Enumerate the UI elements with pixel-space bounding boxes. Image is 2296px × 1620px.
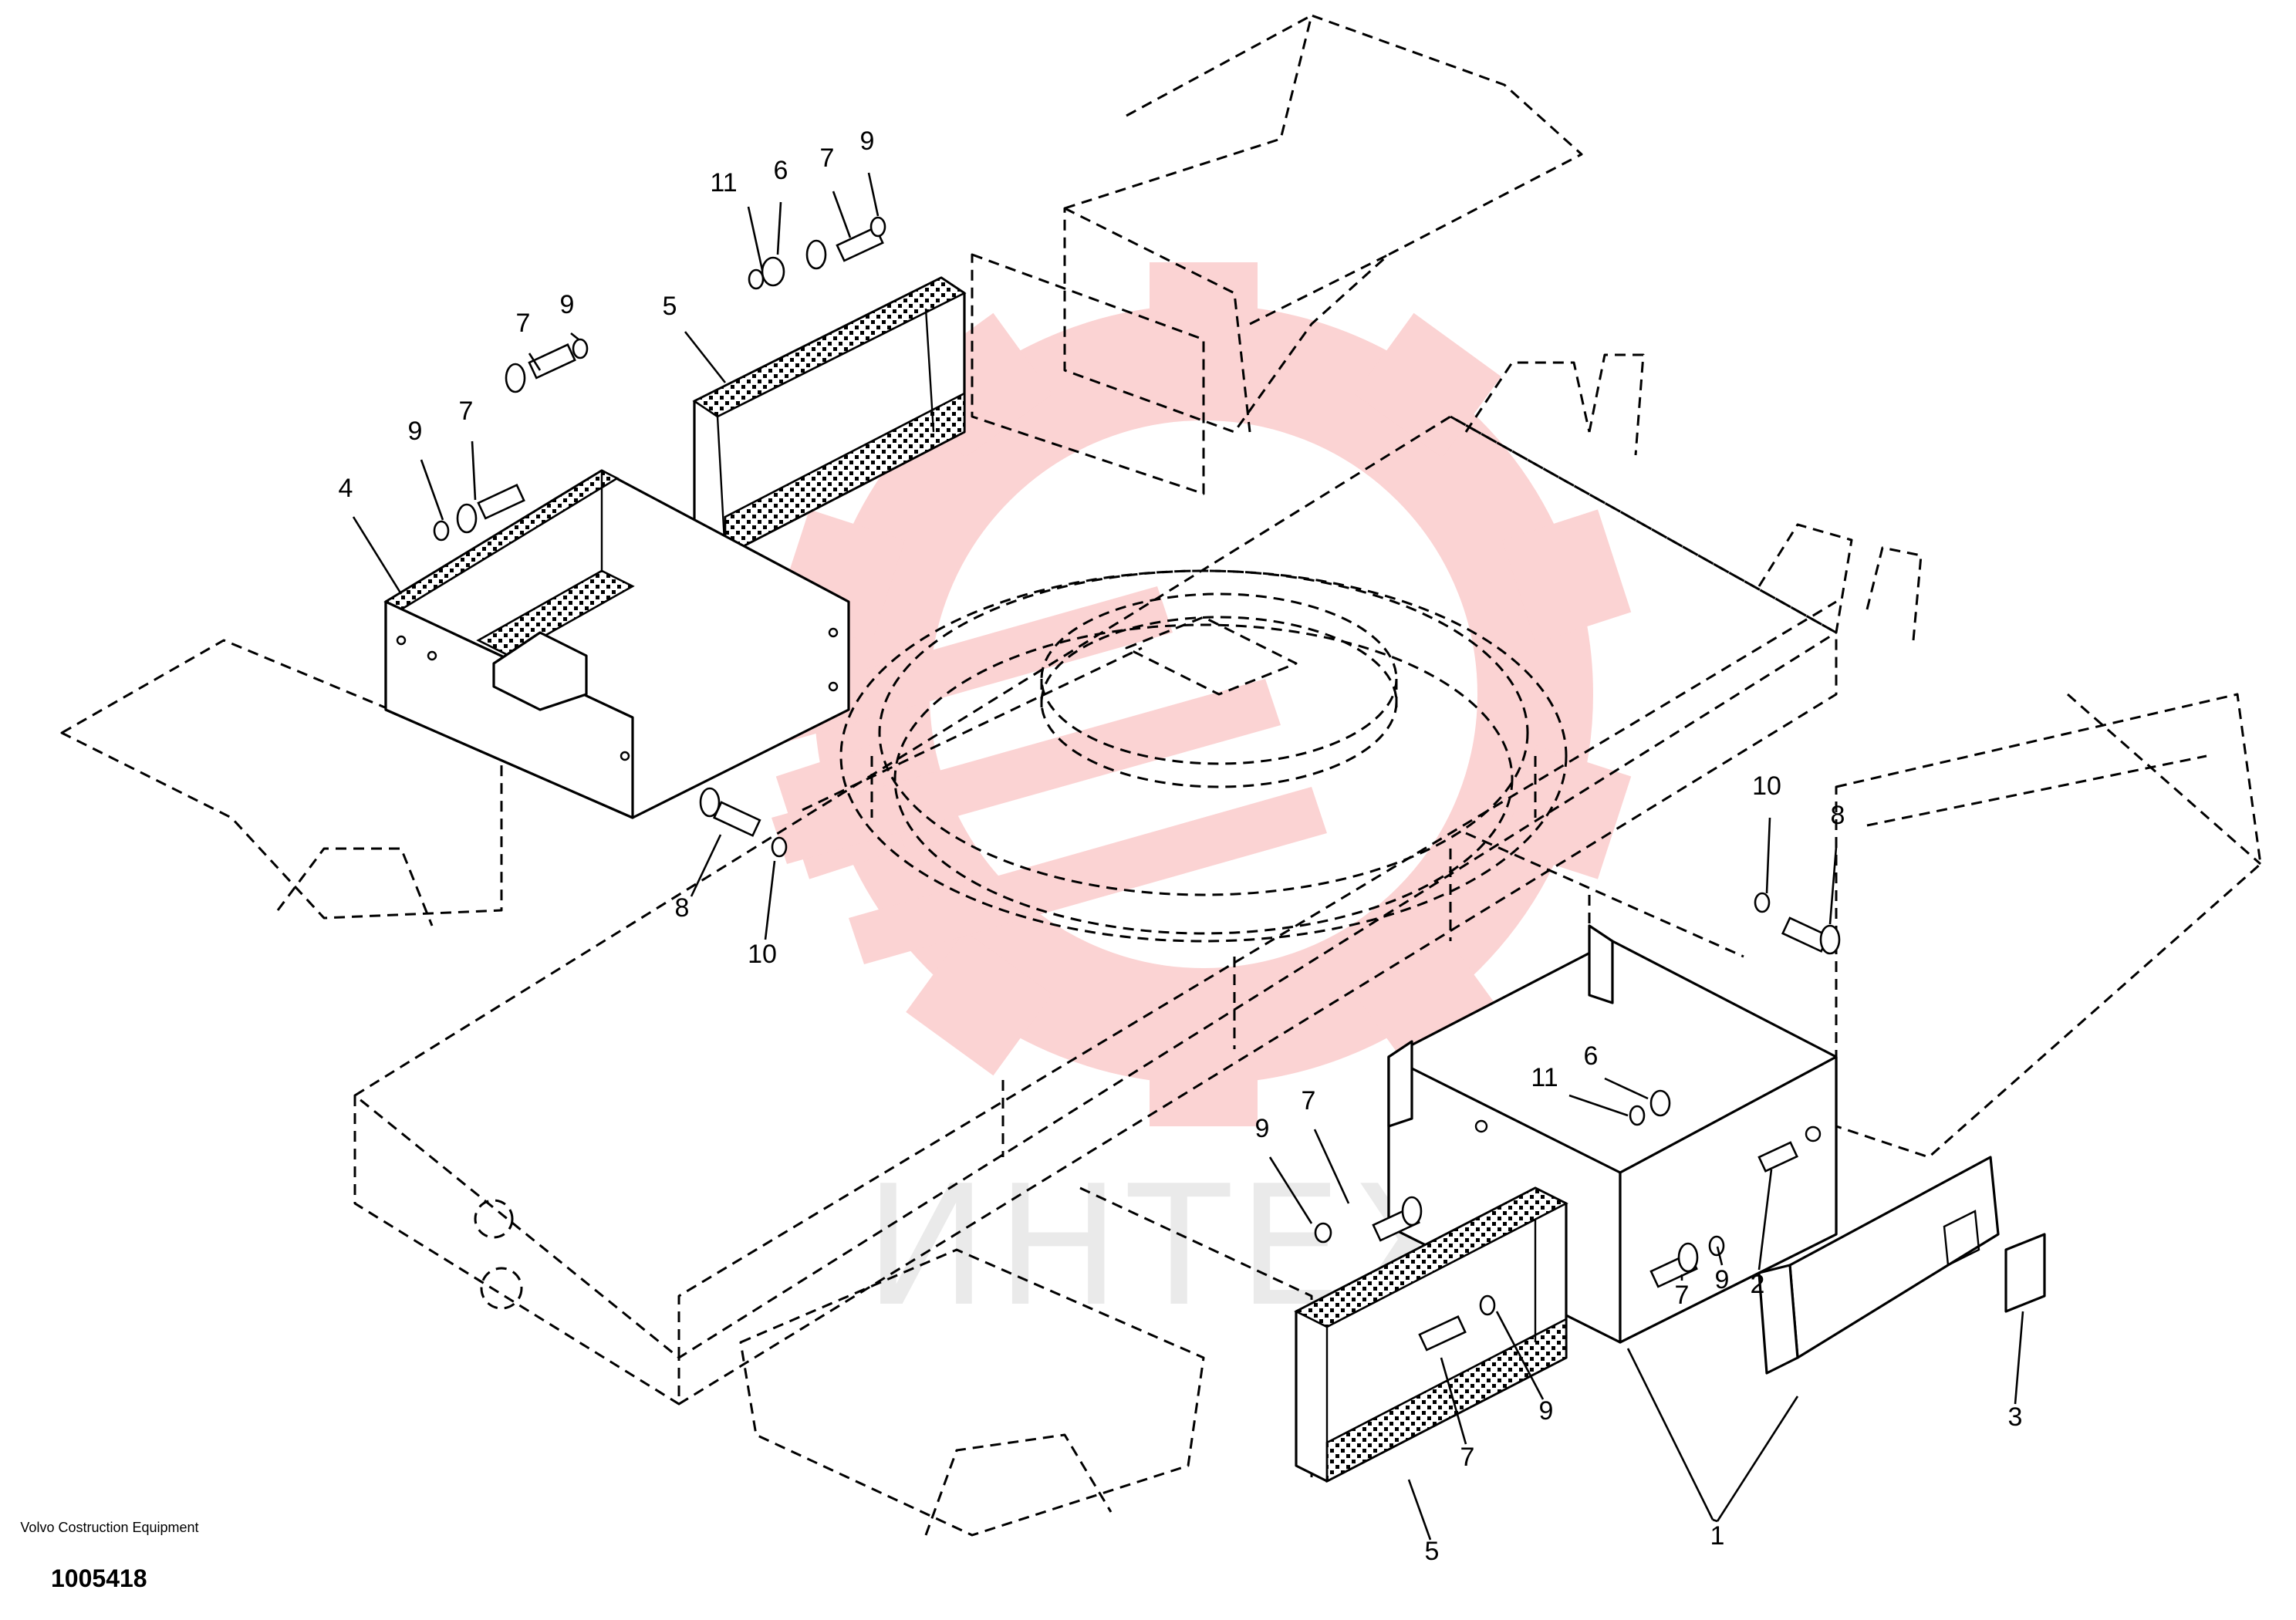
callout-leader-line [1716, 1396, 1799, 1522]
callout-label: 8 [675, 893, 690, 923]
callout-leader-line [684, 331, 727, 383]
callout-leader-line [1313, 1129, 1350, 1204]
battery-box-cover [1757, 1156, 2046, 1375]
callout-leader-line [832, 191, 852, 238]
callout-leader-line [747, 206, 764, 271]
callout-label: 7 [516, 309, 531, 338]
callout-leader-line [1765, 817, 1771, 894]
callout-label: 7 [820, 143, 835, 173]
callout-label: 5 [1425, 1537, 1440, 1566]
callout-leader-line [1495, 1311, 1545, 1400]
callout-label: 7 [1302, 1086, 1316, 1115]
callout-leader-line [352, 516, 403, 595]
callout-leader-line [1626, 1348, 1714, 1520]
callout-label: 6 [1584, 1041, 1599, 1071]
callout-label: 3 [2008, 1402, 2023, 1432]
callout-label: 11 [710, 168, 737, 197]
callout-leader-line [1712, 1518, 1718, 1523]
callout-leader-line [1268, 1156, 1313, 1224]
callout-leader-line [867, 172, 880, 217]
callout-label: 2 [1751, 1270, 1765, 1299]
watermark-logo [694, 262, 1632, 1126]
callout-label: 6 [774, 156, 788, 185]
step-box-left [383, 469, 850, 819]
callout-label: 4 [339, 474, 353, 503]
callout-leader-line [420, 459, 444, 521]
callout-leader-line [1828, 846, 1838, 925]
callout-leader-line [1440, 1357, 1467, 1445]
callout-label: 9 [860, 127, 875, 156]
callout-label: 9 [408, 417, 423, 446]
drawing-number: 1005418 [51, 1564, 147, 1592]
watermark-gear-tooth [1355, 930, 1501, 1076]
callout-leader-line [1757, 1169, 1773, 1271]
machine-frame-ghost [60, 14, 2262, 1537]
callout-label: 1 [1710, 1521, 1725, 1551]
callout-label: 9 [560, 290, 575, 319]
callout-leader-line [1568, 1094, 1629, 1117]
callout-label: 7 [459, 397, 474, 426]
callout-leader-line [764, 860, 776, 940]
callout-label: 9 [1539, 1396, 1554, 1426]
callout-label: 10 [1752, 771, 1781, 801]
hardware-fasteners [433, 216, 1841, 1352]
watermark-gear-tooth [1150, 1026, 1258, 1126]
callout-leader-line [471, 440, 477, 501]
watermark-gear-tooth [1355, 312, 1501, 458]
callout-leader-line [1716, 1246, 1724, 1266]
step-bracket-upper [692, 276, 967, 558]
callout-leader-line [570, 332, 579, 341]
callout-label: 9 [1255, 1114, 1270, 1143]
callout-leader-line [690, 834, 722, 897]
callout-leader-line [528, 353, 542, 371]
callout-label: 10 [748, 940, 777, 969]
callout-leader-line [776, 201, 782, 255]
watermark-gear-tooth [906, 930, 1052, 1076]
callout-label: 5 [663, 292, 677, 321]
brand-name: Volvo Costruction Equipment [20, 1520, 199, 1535]
callout-label: 8 [1831, 801, 1845, 830]
callout-label: 7 [1675, 1281, 1690, 1310]
callout-leader-line [1604, 1077, 1649, 1100]
callout-label: 9 [1715, 1265, 1730, 1294]
callout-leader-line [1407, 1479, 1432, 1541]
callout-label: 11 [1531, 1063, 1558, 1092]
callout-label: 7 [1460, 1443, 1475, 1472]
watermark-gear-tooth [1502, 509, 1632, 643]
callout-leader-line [2014, 1311, 2024, 1405]
